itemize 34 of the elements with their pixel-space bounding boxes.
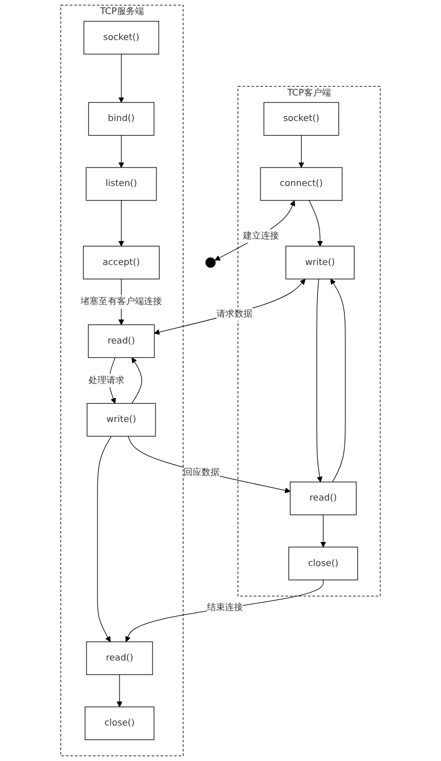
arrow	[330, 278, 346, 482]
edge-label: 堵塞至有客户端连接	[80, 296, 162, 307]
node-box: close()	[288, 546, 358, 580]
node-box: close()	[84, 706, 154, 740]
arrow	[214, 200, 296, 261]
node-box: listen()	[86, 167, 157, 201]
arrow	[118, 135, 124, 168]
arrow	[154, 278, 306, 335]
node-box: bind()	[88, 102, 154, 136]
node-box: socket()	[264, 102, 340, 136]
edge-label: 请求数据	[216, 308, 253, 319]
arrow	[97, 436, 112, 642]
arrow	[118, 200, 124, 246]
node-box: write()	[86, 403, 156, 437]
node-box: connect()	[260, 167, 342, 201]
arrow	[125, 580, 324, 642]
node-box: read()	[88, 324, 155, 358]
node-box: socket()	[84, 20, 160, 54]
edge-label: 回应数据	[184, 467, 220, 478]
arrow	[316, 278, 322, 482]
node-box: write()	[286, 246, 355, 280]
arrow	[118, 54, 124, 103]
edge-label: 处理请求	[88, 375, 125, 386]
node-box: read()	[86, 641, 153, 675]
arrow	[308, 200, 323, 246]
arrow	[298, 135, 304, 168]
node-box: read()	[290, 482, 357, 516]
arrow	[320, 514, 326, 548]
arrow	[128, 436, 290, 494]
node-box: accept()	[82, 246, 160, 280]
edge-label: 结束连接	[206, 602, 243, 613]
arrow	[131, 357, 142, 404]
edge-label: 建立连接	[242, 230, 279, 241]
arrow	[116, 674, 122, 708]
